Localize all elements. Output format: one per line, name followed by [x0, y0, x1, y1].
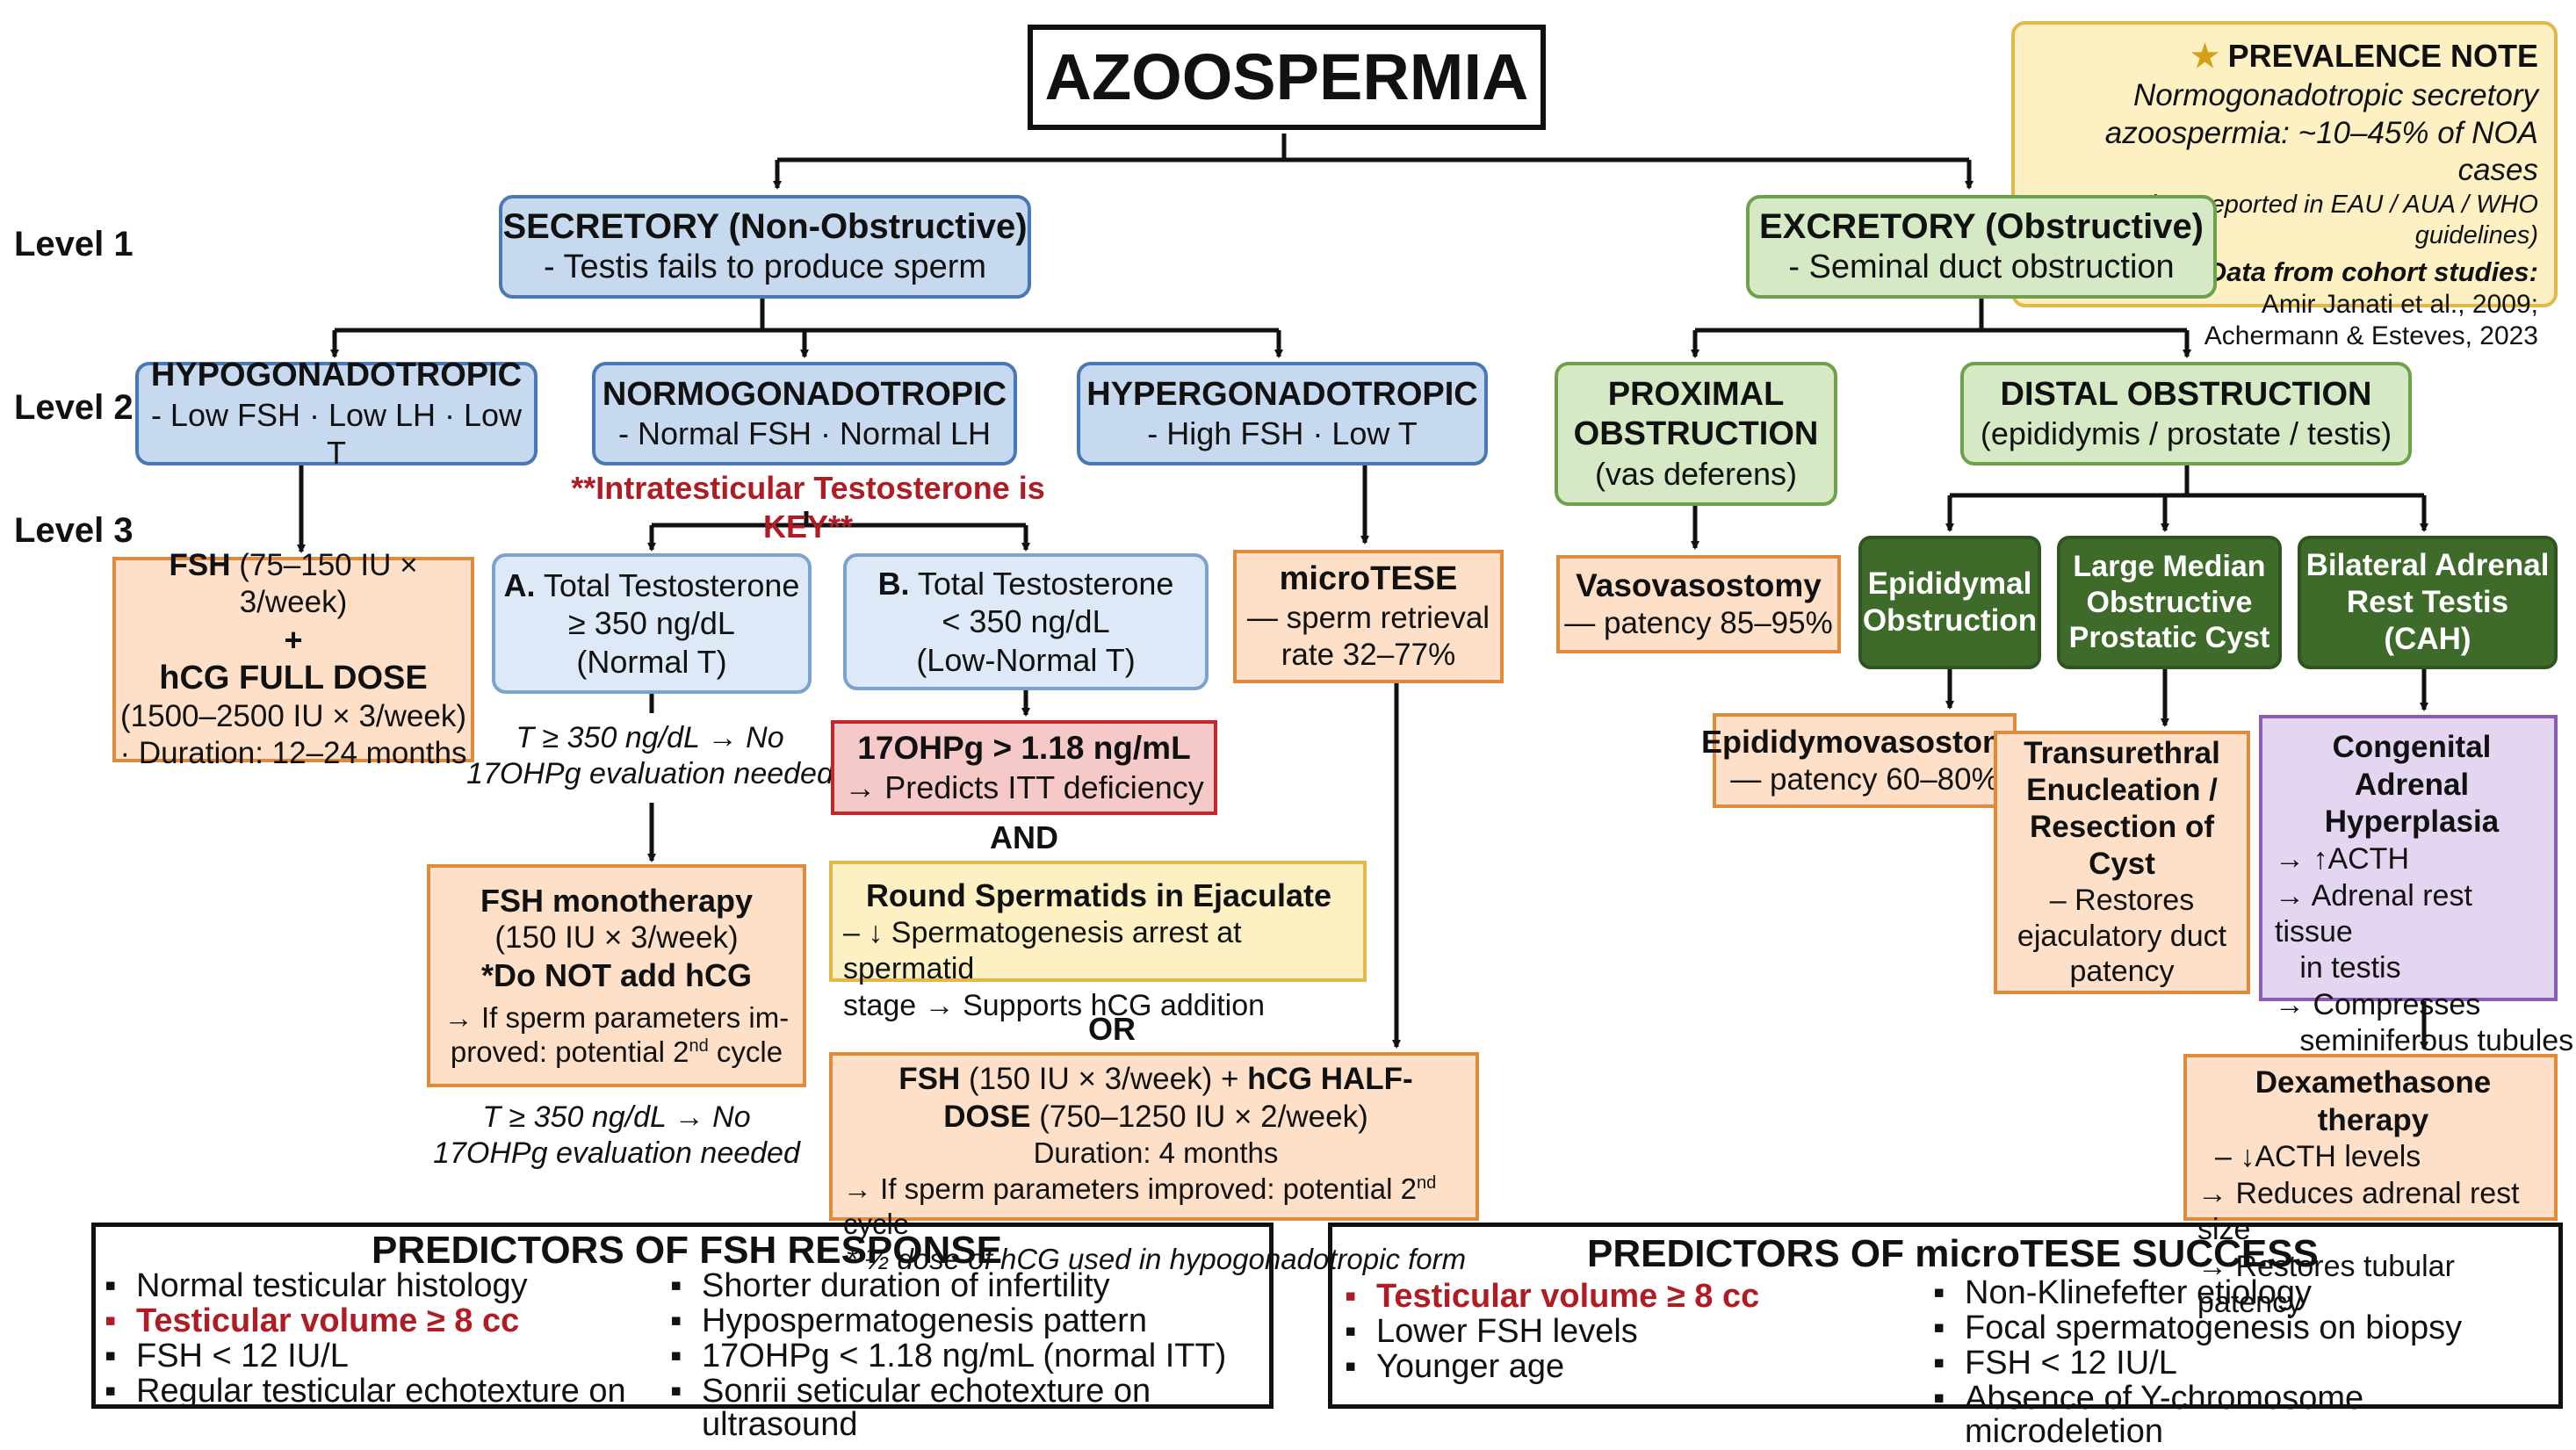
round-spermatids-box: Round Spermatids in Ejaculate – ↓ Sperma…: [829, 861, 1367, 1022]
list-item: Younger age: [1341, 1350, 1759, 1383]
microtese-predictors-right: Non-Klinefefter etiology Focal spermatog…: [1930, 1276, 2558, 1450]
excretory-node: EXCRETORY (Obstructive) - Seminal duct o…: [1746, 195, 2217, 299]
secretory-node: SECRETORY (Non-Obstructive) - Testis fai…: [499, 195, 1031, 299]
hypogonadotropic-node: HYPOGONADOTROPIC - Low FSH · Low LH · Lo…: [135, 357, 538, 471]
level-1-label: Level 1: [14, 225, 133, 263]
hypergonadotropic-node: HYPERGONADOTROPIC - High FSH · Low T: [1077, 362, 1488, 465]
list-item: Absence of Y-chromosome microdeletion: [1930, 1381, 2558, 1448]
normogonadotropic-node: NORMOGONADOTROPIC - Normal FSH · Normal …: [592, 362, 1017, 465]
key-note: **Intratesticular Testosterone is KEY**: [571, 470, 1045, 545]
ohpg-box: 17OHPg > 1.18 ng/mL → Predicts ITT defic…: [831, 720, 1217, 815]
proximal-obstruction-node: PROXIMAL OBSTRUCTION (vas deferens): [1555, 362, 1837, 506]
list-item: FSH < 12 IU/L: [101, 1339, 626, 1373]
microtese-box: microTESE — sperm retrieval rate 32–77%: [1233, 550, 1504, 683]
list-item: Shorter duration of infertility: [667, 1269, 1269, 1302]
fsh-predictors-title: PREDICTORS OF FSH RESPONSE: [372, 1229, 1002, 1272]
star-icon: ★: [2190, 38, 2219, 74]
distal-obstruction-node: DISTAL OBSTRUCTION (epididymis / prostat…: [1960, 362, 2412, 465]
level-3-label: Level 3: [14, 511, 133, 550]
fsh-hcg-line: FSH (75–150 IU × 3/week): [169, 547, 418, 619]
fsh-predictors-left: Normal testicular histology Testicular v…: [101, 1269, 626, 1410]
adrenal-rest-node: Bilateral Adrenal Rest Testis (CAH): [2298, 536, 2558, 669]
and-label: AND: [990, 819, 1058, 855]
microtese-predictors-left: Testicular volume ≥ 8 cc Lower FSH level…: [1341, 1280, 1759, 1385]
cah-box: Congenital Adrenal Hyperplasia → ↑ACTH →…: [2259, 715, 2573, 1057]
fsh-monotherapy-box: FSH monotherapy (150 IU × 3/week) *Do NO…: [427, 864, 806, 1087]
microtese-predictors-panel: PREDICTORS OF microTESE SUCCESS Testicul…: [1328, 1223, 2563, 1448]
list-item: Sonrii seticular echotexture on ultrasou…: [667, 1374, 1269, 1441]
list-item: 17OHPg < 1.18 ng/mL (normal ITT): [667, 1339, 1269, 1373]
epididymal-obstruction-node: Epididymal Obstruction: [1858, 536, 2041, 669]
list-item: Hypospermatogenesis pattern: [667, 1304, 1269, 1338]
list-item: Testicular volume ≥ 8 cc: [1341, 1280, 1759, 1313]
hypo-treatment-box: FSH (75–150 IU × 3/week) + hCG FULL DOSE…: [112, 548, 474, 770]
branch-a-note-top: T ≥ 350 ng/dL → No 17OHPg evaluation nee…: [466, 721, 833, 791]
branch-a-note-bottom: T ≥ 350 ng/dL → No 17OHPg evaluation nee…: [433, 1100, 800, 1171]
list-item: Testicular volume ≥ 8 cc: [101, 1304, 626, 1338]
page-title: AZOOSPERMIA: [1028, 25, 1546, 130]
level-2-label: Level 2: [14, 388, 133, 427]
list-item: FSH < 12 IU/L: [1930, 1346, 2558, 1380]
branch-b-node: B. Total Testosterone < 350 ng/dL (Low-N…: [843, 553, 1209, 690]
vasovasostomy-box: Vasovasostomy — patency 85–95%: [1556, 555, 1841, 653]
epididymovasostomy-box: Epididymovasostomy — patency 60–80%: [1701, 713, 2028, 808]
list-item: Lower FSH levels: [1341, 1315, 1759, 1348]
list-item: Regular testicular echotexture on: [101, 1374, 626, 1408]
or-label: OR: [1088, 1011, 1136, 1047]
fsh-predictors-right: Shorter duration of infertility Hyposper…: [667, 1269, 1269, 1443]
microtese-predictors-title: PREDICTORS OF microTESE SUCCESS: [1587, 1232, 2319, 1275]
branch-a-node: A. Total Testosterone ≥ 350 ng/dL (Norma…: [492, 553, 812, 694]
list-item: Focal spermatogenesis on biopsy: [1930, 1311, 2558, 1345]
transurethral-resection-box: Transurethral Enucleation / Resection of…: [1994, 731, 2250, 994]
dexamethasone-box: Dexamethasone therapy – ↓ACTH levels → R…: [2183, 1054, 2558, 1319]
list-item: Normal testicular histology: [101, 1269, 626, 1302]
prostatic-cyst-node: Large Median Obstructive Prostatic Cyst: [2057, 536, 2282, 669]
fsh-predictors-panel: PREDICTORS OF FSH RESPONSE Normal testic…: [91, 1223, 1274, 1441]
prevalence-note: ★ PREVALENCE NOTE Normogonadotropic secr…: [2011, 21, 2558, 350]
list-item: Non-Klinefefter etiology: [1930, 1276, 2558, 1309]
combo-therapy-box: FSH (150 IU × 3/week) + hCG HALF- DOSE (…: [829, 1052, 1479, 1275]
